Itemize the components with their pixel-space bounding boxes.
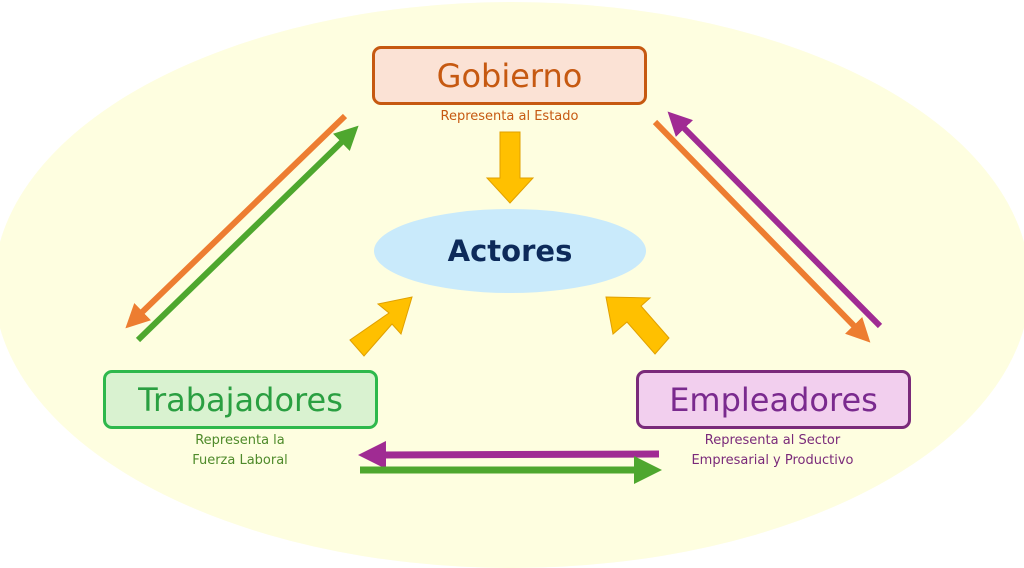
arrow-gobierno-to-empleadores	[652, 119, 871, 343]
gobierno-description: Representa al Estado	[372, 107, 647, 127]
gobierno-label: Gobierno	[436, 56, 583, 95]
empleadores-label: Empleadores	[669, 380, 878, 419]
actores-label: Actores	[447, 234, 573, 268]
empleadores-description-line1: Representa al Sector	[704, 433, 841, 448]
empleadores-box: Empleadores	[636, 370, 911, 429]
empleadores-description: Representa al Sector Empresarial y Produ…	[655, 431, 890, 471]
trabajadores-label: Trabajadores	[138, 380, 343, 419]
arrow-empleadores-to-gobierno	[667, 111, 883, 329]
gobierno-box: Gobierno	[372, 46, 647, 105]
arrow-empleadores-to-trabajadores	[358, 440, 660, 469]
trabajadores-description-line1: Representa la	[195, 433, 285, 448]
trabajadores-description-line2: Fuerza Laboral	[192, 453, 288, 468]
empleadores-description-line2: Empresarial y Productivo	[691, 453, 854, 468]
block-arrow-empleadores-to-actores	[605, 296, 670, 355]
trabajadores-box: Trabajadores	[103, 370, 378, 429]
block-arrow-trabajadores-to-actores	[349, 296, 413, 357]
trabajadores-description: Representa la Fuerza Laboral	[140, 431, 340, 471]
block-arrow-gobierno-to-actores	[485, 131, 535, 204]
actores-ellipse: Actores	[374, 209, 646, 293]
arrow-gobierno-to-trabajadores	[125, 113, 348, 329]
gobierno-description-text: Representa al Estado	[440, 109, 579, 124]
arrow-trabajadores-to-gobierno	[135, 125, 359, 343]
